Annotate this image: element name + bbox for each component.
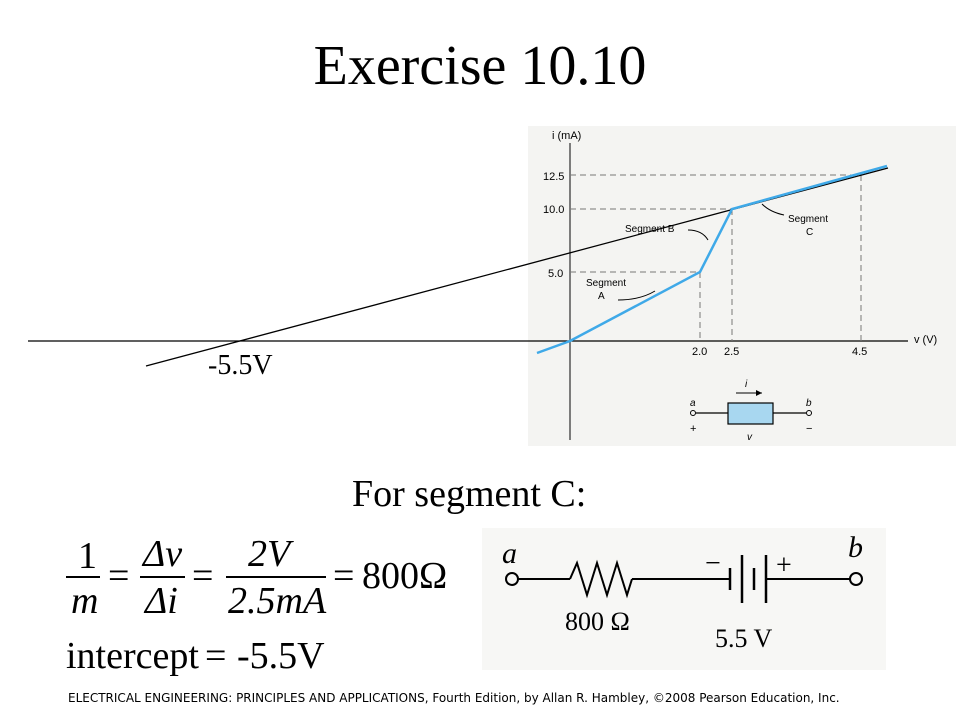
circuit-panel (482, 528, 886, 670)
segment-subtitle: For segment C: (352, 473, 587, 515)
footer-citation: ELECTRICAL ENGINEERING: PRINCIPLES AND A… (68, 691, 840, 705)
element-voltage-label: v (747, 432, 753, 443)
eq-equals-3: = (333, 555, 354, 597)
eq-intercept-value: -5.5V (237, 635, 325, 677)
eq-delta-i: Δi (143, 580, 178, 622)
eq-equals-1: = (108, 555, 129, 597)
circuit-voltage-label: 5.5 V (715, 624, 773, 653)
element-node-a (690, 410, 696, 416)
x-tick-4-5: 4.5 (852, 346, 867, 358)
eq-delta-v: Δv (141, 533, 182, 575)
characteristic-curve (536, 164, 888, 355)
eq-equals-2: = (192, 555, 213, 597)
x-tick-2-0: 2.0 (692, 346, 707, 358)
circuit-resistance-label: 800 Ω (565, 607, 630, 636)
eq-m: m (71, 580, 98, 622)
y-tick-5-0: 5.0 (548, 268, 563, 280)
element-diagram: a + b − i v (690, 379, 812, 443)
x-tick-2-5: 2.5 (724, 346, 739, 358)
x-axis-label: v (V) (914, 334, 937, 346)
eq-intercept-word: intercept (66, 635, 199, 677)
element-current-label: i (745, 379, 748, 390)
y-tick-12-5: 12.5 (543, 171, 564, 183)
equivalent-circuit: a b − + 800 Ω 5.5 V (482, 528, 886, 670)
segment-c-label: Segment C (788, 214, 831, 238)
circuit-minus: − (705, 548, 721, 579)
circuit-node-b (849, 572, 863, 586)
segment-b-arrow (687, 229, 709, 241)
circuit-plus: + (776, 550, 792, 581)
eq-one: 1 (78, 535, 97, 577)
element-box (727, 402, 774, 425)
element-node-b (806, 410, 812, 416)
eq-result: 800Ω (362, 555, 447, 597)
eq-equals-4: = (205, 635, 226, 677)
element-terminal-b: b (806, 398, 812, 409)
element-plus: + (690, 423, 696, 435)
eq-numerator: 2V (248, 533, 294, 575)
equation: 1 m = Δv Δi = 2V 2.5mA = 800Ω intercept … (66, 533, 447, 677)
eq-denominator: 2.5mA (228, 580, 327, 622)
y-axis-label: i (mA) (552, 130, 581, 142)
guide-lines (570, 174, 862, 341)
slide-title: Exercise 10.10 (313, 35, 647, 97)
intercept-annotation: -5.5V (208, 350, 273, 381)
segment-a-label: Segment A (586, 278, 629, 302)
circuit-terminal-b: b (848, 531, 863, 564)
y-tick-10-0: 10.0 (543, 204, 564, 216)
segment-a-arrow (617, 290, 656, 301)
segment-b-label: Segment B (625, 224, 675, 235)
circuit-terminal-a: a (502, 537, 517, 570)
segment-c-arrow (761, 203, 785, 216)
element-terminal-a: a (690, 398, 696, 409)
element-minus: − (806, 423, 812, 435)
resistor-zigzag (569, 559, 633, 599)
